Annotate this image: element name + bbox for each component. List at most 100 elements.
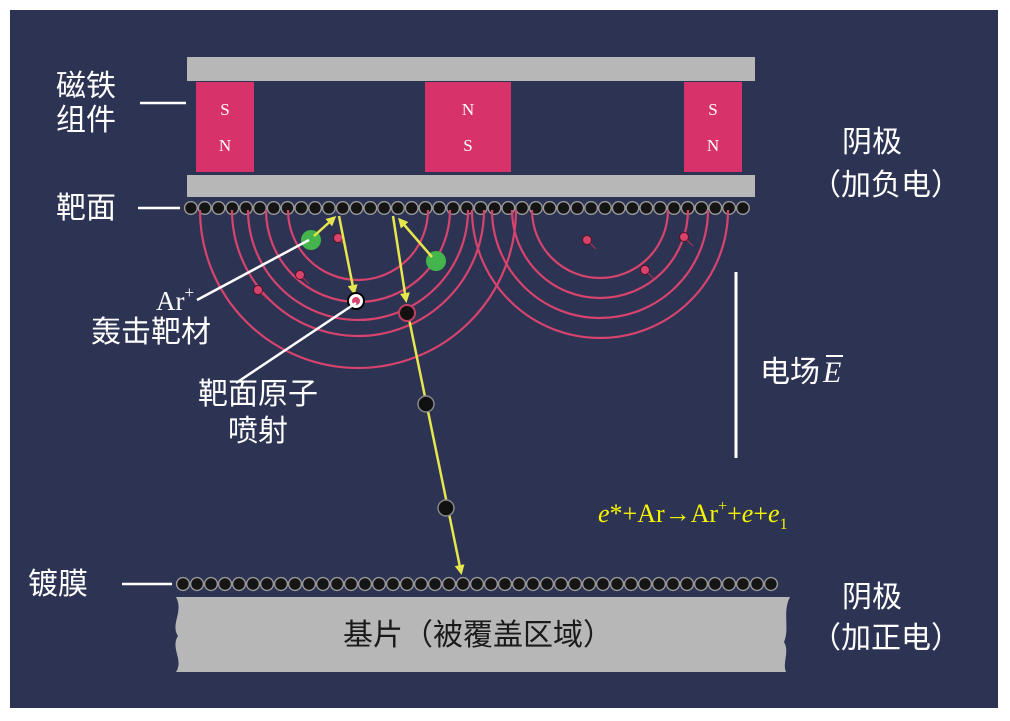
cathode-bottom-label-line1: 阴极 — [842, 580, 902, 615]
coating-atom — [329, 576, 345, 592]
target-atom — [694, 200, 709, 215]
magnet-2-top-pole: N — [462, 100, 474, 119]
coating-atom — [721, 576, 737, 592]
coating-atom — [707, 576, 723, 592]
target-atom — [473, 200, 488, 215]
coating-atom — [595, 576, 611, 592]
formula-sub: 1 — [780, 516, 788, 533]
coating-atom — [287, 576, 303, 592]
leader-lines — [122, 101, 357, 586]
magnet-1-bottom-pole: N — [219, 136, 231, 155]
ar-ion-label: Ar+ — [156, 283, 194, 316]
ar-ion-text: Ar — [156, 286, 185, 316]
target-atom — [183, 200, 198, 215]
substrate-block — [175, 597, 791, 672]
coating-atom — [315, 576, 331, 592]
target-atom — [556, 200, 571, 215]
magnet-3-bottom-pole: N — [707, 136, 719, 155]
coating-atom — [665, 576, 681, 592]
coating-atom — [763, 576, 779, 592]
magnet-1-top-pole: S — [220, 100, 229, 119]
target-atom — [418, 200, 433, 215]
coating-atom — [399, 576, 415, 592]
target-atom — [349, 200, 364, 215]
target-plate — [187, 175, 755, 197]
particle-trajectories — [313, 215, 465, 575]
magnet-2: N S — [425, 82, 511, 172]
coating-atom — [553, 576, 569, 592]
target-atom — [666, 200, 681, 215]
coating-atom — [609, 576, 625, 592]
target-atom — [722, 200, 737, 215]
bombard-target-label: 轰击靶材 — [91, 315, 211, 350]
coating-atom — [343, 576, 359, 592]
electric-field-symbol: E — [822, 356, 841, 389]
formula-e: e — [598, 499, 610, 528]
target-atom — [611, 200, 626, 215]
formula-plus2: + — [753, 499, 768, 528]
formula-mid: *+Ar→Ar — [610, 499, 719, 528]
target-atom — [515, 200, 530, 215]
coating-atom — [567, 576, 583, 592]
target-atom — [197, 200, 212, 215]
target-atom — [542, 200, 557, 215]
coating-atom — [581, 576, 597, 592]
target-atom — [321, 200, 336, 215]
coating-atom — [245, 576, 261, 592]
coating-atom — [301, 576, 317, 592]
target-atom — [294, 200, 309, 215]
target-atom — [404, 200, 419, 215]
formula-e3: e — [768, 499, 780, 528]
coating-atom — [679, 576, 695, 592]
target-atom — [239, 200, 254, 215]
target-surface-atoms — [183, 200, 750, 215]
electric-field-label: 电场 — [760, 355, 820, 390]
formula-sup: + — [718, 498, 727, 515]
coating-atom — [497, 576, 513, 592]
coating-atom — [637, 576, 653, 592]
magnet-3: S N — [684, 82, 742, 172]
ar-ion-sup: + — [184, 283, 194, 302]
target-atom — [266, 200, 281, 215]
coating-atom — [525, 576, 541, 592]
coating-atom — [749, 576, 765, 592]
coating-atom — [735, 576, 751, 592]
target-atom — [570, 200, 585, 215]
coating-atom — [357, 576, 373, 592]
target-surface-label: 靶面 — [56, 191, 116, 226]
cathode-top-label-line2: （加负电） — [811, 168, 961, 203]
magnetic-field-arcs — [198, 209, 730, 370]
substrate-label: 基片（被覆盖区域） — [343, 618, 613, 653]
target-atom — [363, 200, 378, 215]
coating-atom — [469, 576, 485, 592]
coating-atom — [273, 576, 289, 592]
coating-atom — [483, 576, 499, 592]
target-atom — [487, 200, 502, 215]
coating-atom — [413, 576, 429, 592]
target-atom — [252, 200, 267, 215]
formula-plus1: + — [727, 499, 742, 528]
target-atom — [735, 200, 750, 215]
magnet-2-bottom-pole: S — [463, 136, 472, 155]
coating-atom — [175, 576, 191, 592]
coating-atom — [693, 576, 709, 592]
coating-atom — [623, 576, 639, 592]
target-atom — [597, 200, 612, 215]
coating-atom — [231, 576, 247, 592]
atom-eject-label-line1: 靶面原子 — [198, 377, 318, 412]
target-atom — [708, 200, 723, 215]
target-atom — [639, 200, 654, 215]
coating-atom — [189, 576, 205, 592]
coating-atoms — [175, 576, 779, 592]
magnet-backing-plate — [187, 57, 755, 81]
target-atom — [432, 200, 447, 215]
coating-atom — [217, 576, 233, 592]
target-atom — [335, 200, 350, 215]
atom-eject-label-line2: 喷射 — [228, 414, 288, 449]
coating-atom — [385, 576, 401, 592]
target-atom — [390, 200, 405, 215]
magnet-3-top-pole: S — [708, 100, 717, 119]
target-atom — [211, 200, 226, 215]
coating-atom — [651, 576, 667, 592]
